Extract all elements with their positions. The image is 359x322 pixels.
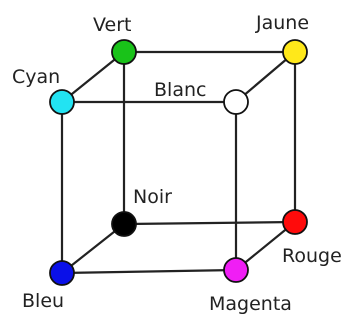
- vertex-blanc: [223, 89, 249, 115]
- label-blanc: Blanc: [154, 79, 206, 101]
- vertex-rouge: [282, 209, 308, 235]
- vertex-jaune: [282, 39, 308, 65]
- label-bleu: Bleu: [22, 290, 64, 312]
- label-magenta: Magenta: [209, 293, 292, 315]
- label-vert: Vert: [93, 14, 131, 36]
- vertex-vert: [111, 39, 137, 65]
- label-cyan: Cyan: [12, 66, 60, 88]
- label-jaune: Jaune: [255, 12, 309, 34]
- label-rouge: Rouge: [282, 245, 342, 267]
- cube-labels: Vert Jaune Cyan Blanc Noir Rouge Bleu Ma…: [12, 12, 342, 315]
- vertex-bleu: [49, 260, 75, 286]
- vertex-cyan: [49, 89, 75, 115]
- cube-vertices: [49, 39, 308, 286]
- vertex-noir: [111, 211, 137, 237]
- edge-noir-bleu: [60, 222, 126, 275]
- edge-noir-rouge: [122, 220, 297, 226]
- edge-bleu-magenta: [60, 268, 238, 275]
- label-noir: Noir: [133, 186, 172, 208]
- edge-vert-cyan: [60, 50, 126, 104]
- vertex-magenta: [223, 257, 249, 283]
